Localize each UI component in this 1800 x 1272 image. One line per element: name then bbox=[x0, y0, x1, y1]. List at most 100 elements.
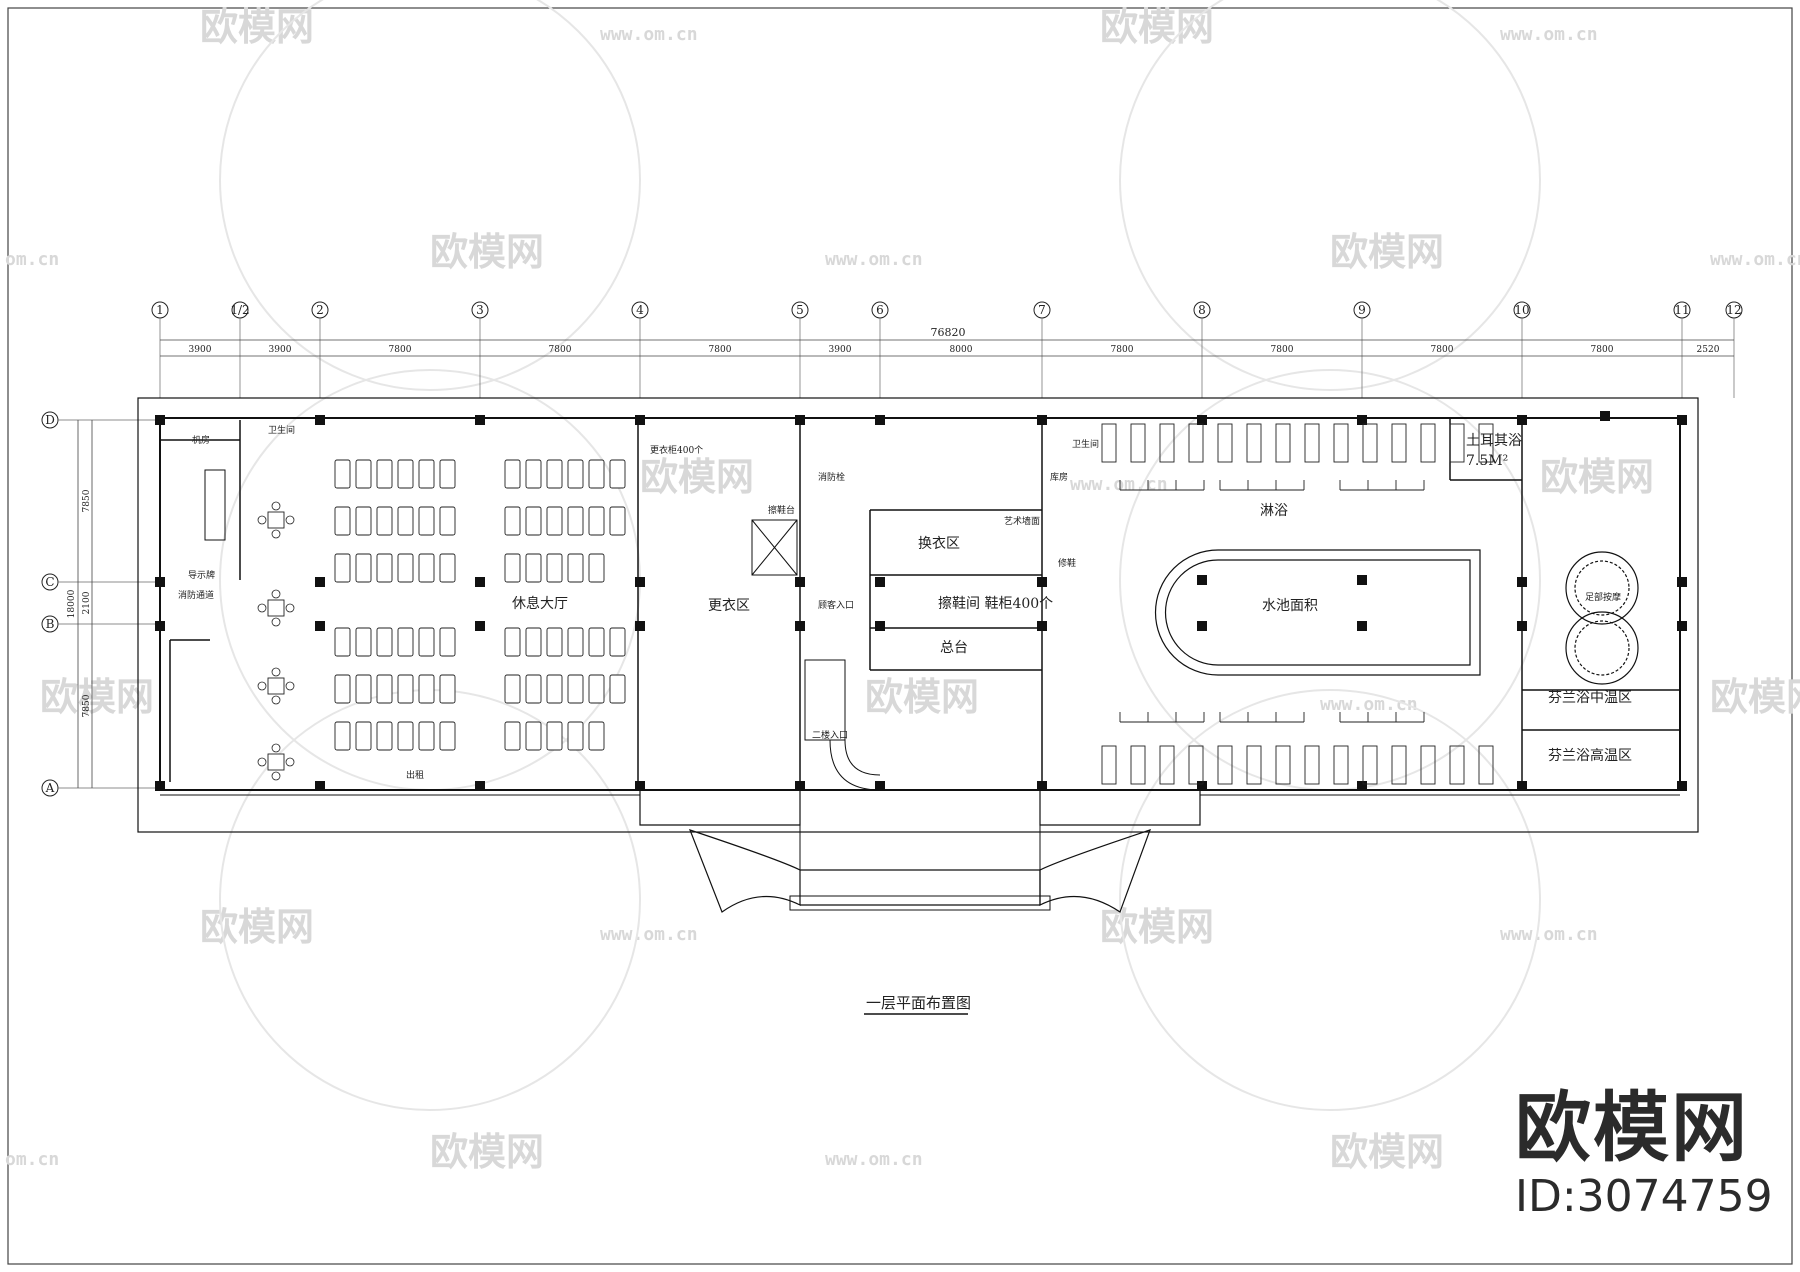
structural-column bbox=[795, 621, 805, 631]
dimension-bay: 7850 bbox=[82, 694, 92, 717]
lounge-chair bbox=[334, 553, 351, 583]
structural-column bbox=[875, 577, 885, 587]
structural-column bbox=[1517, 781, 1527, 791]
watermark-logo: 欧模网 bbox=[1330, 1130, 1444, 1174]
watermark-logo: 欧模网 bbox=[1100, 905, 1214, 949]
lounge-chair bbox=[546, 674, 563, 704]
lounge-chair bbox=[355, 674, 372, 704]
lounge-chair bbox=[546, 506, 563, 536]
label-foot-bath: 足部按摩 bbox=[1585, 591, 1621, 603]
dimension-span: 7800 bbox=[1591, 345, 1614, 355]
grid-column-label: 3 bbox=[476, 303, 484, 317]
shower-stall bbox=[1159, 423, 1175, 463]
lounge-chair bbox=[355, 459, 372, 489]
structural-column bbox=[1357, 621, 1367, 631]
grid-column-label: 9 bbox=[1358, 303, 1366, 317]
structural-column bbox=[795, 415, 805, 425]
label-exit-passage: 消防通道 bbox=[178, 589, 214, 601]
lounge-chair bbox=[609, 674, 626, 704]
shower-stall bbox=[1420, 423, 1436, 463]
grid-column-label: 7 bbox=[1038, 303, 1046, 317]
structural-column bbox=[475, 577, 485, 587]
structural-column bbox=[475, 621, 485, 631]
structural-column bbox=[155, 415, 165, 425]
room-turkish: 土耳其浴 bbox=[1466, 433, 1522, 449]
structural-column bbox=[1677, 621, 1687, 631]
lounge-chair bbox=[334, 627, 351, 657]
lounge-chair bbox=[418, 674, 435, 704]
stool bbox=[285, 681, 295, 691]
lounge-chair bbox=[376, 721, 393, 751]
tea-table bbox=[267, 753, 285, 771]
structural-column bbox=[475, 415, 485, 425]
shower-stall bbox=[1188, 423, 1204, 463]
watermark-ring bbox=[219, 0, 641, 391]
shower-stall bbox=[1304, 745, 1320, 785]
lounge-chair bbox=[397, 674, 414, 704]
watermark-ring bbox=[1119, 689, 1541, 1111]
label-art-wall: 艺术墙面 bbox=[1004, 515, 1040, 527]
shower-stall bbox=[1362, 423, 1378, 463]
lounge-chair bbox=[355, 721, 372, 751]
watermark-logo: 欧模网 bbox=[200, 905, 314, 949]
lounge-chair bbox=[355, 506, 372, 536]
watermark-logo: 欧模网 bbox=[1330, 230, 1444, 274]
lounge-chair bbox=[588, 553, 605, 583]
lounge-chair bbox=[418, 627, 435, 657]
lounge-chair bbox=[397, 721, 414, 751]
watermark-url: www.om.cn bbox=[600, 924, 698, 945]
lounge-chair bbox=[546, 627, 563, 657]
lounge-chair bbox=[504, 506, 521, 536]
lounge-chair bbox=[567, 721, 584, 751]
lounge-chair bbox=[376, 506, 393, 536]
watermark-logo: 欧模网 bbox=[1100, 5, 1214, 49]
room-changing: 换衣区 bbox=[918, 535, 960, 552]
stool bbox=[271, 771, 281, 781]
grid-column-label: 1 bbox=[156, 303, 164, 317]
watermark-url: www.om.cn bbox=[1070, 474, 1168, 495]
shower-stall bbox=[1246, 423, 1262, 463]
lounge-chair bbox=[504, 553, 521, 583]
structural-column bbox=[635, 781, 645, 791]
structural-column bbox=[1517, 621, 1527, 631]
lounge-chair bbox=[525, 459, 542, 489]
lounge-chair bbox=[376, 459, 393, 489]
room-finnish-high: 芬兰浴高温区 bbox=[1548, 747, 1632, 764]
stool bbox=[271, 589, 281, 599]
lounge-chair bbox=[525, 553, 542, 583]
structural-column bbox=[1197, 621, 1207, 631]
stool bbox=[285, 603, 295, 613]
structural-column bbox=[635, 621, 645, 631]
stool bbox=[271, 529, 281, 539]
lounge-chair bbox=[355, 627, 372, 657]
watermark-logo: 欧模网 bbox=[865, 675, 979, 719]
watermark-url-fragment: om.cn bbox=[5, 1149, 59, 1170]
structural-column bbox=[315, 577, 325, 587]
label-lockers: 更衣柜400个 bbox=[650, 444, 703, 456]
room-dressing: 更衣区 bbox=[708, 598, 750, 614]
stool bbox=[257, 681, 267, 691]
room-labels: 休息大厅 更衣区 换衣区 擦鞋间 鞋柜400个 总台 淋浴 水池面积 土耳其浴 … bbox=[178, 424, 1632, 781]
lounge-chair bbox=[376, 627, 393, 657]
lounge-chair bbox=[334, 674, 351, 704]
dimension-span: 3900 bbox=[269, 345, 292, 355]
structural-column bbox=[1677, 781, 1687, 791]
lounge-chair bbox=[504, 674, 521, 704]
structural-column bbox=[1037, 415, 1047, 425]
label-rental: 出租 bbox=[406, 769, 424, 781]
structural-column bbox=[1357, 575, 1367, 585]
dimension-span: 7800 bbox=[549, 345, 572, 355]
room-shower: 淋浴 bbox=[1260, 503, 1288, 519]
structural-column bbox=[875, 781, 885, 791]
lounge-chair bbox=[546, 721, 563, 751]
sheet-border bbox=[7, 7, 1793, 1265]
room-pool: 水池面积 bbox=[1262, 598, 1318, 614]
shower-stall bbox=[1391, 423, 1407, 463]
dimension-span: 7800 bbox=[1111, 345, 1134, 355]
grid-column-label: 6 bbox=[876, 303, 884, 317]
grid-column-label: 11 bbox=[1674, 303, 1689, 317]
shower-stall bbox=[1420, 745, 1436, 785]
lounge-chair bbox=[439, 553, 456, 583]
grid-column-label: 4 bbox=[636, 303, 644, 317]
